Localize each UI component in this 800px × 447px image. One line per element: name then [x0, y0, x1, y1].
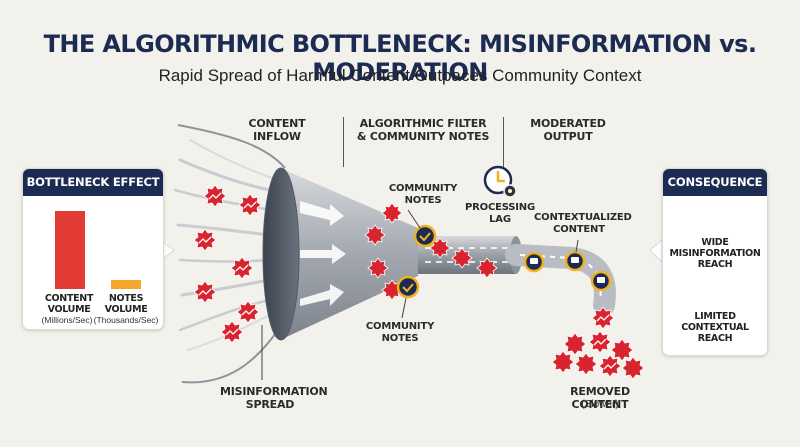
- misinfo-badge: [551, 350, 575, 374]
- upper-swoosh: [177, 124, 286, 169]
- misinfo-badge: [364, 224, 386, 246]
- misinfo-badge: [230, 256, 254, 280]
- consequence-item-label: WIDE MISINFORMATION REACH: [669, 237, 761, 270]
- notes-volume-unit: (Thousands/Sec): [93, 315, 159, 325]
- misinfo-badge: [193, 228, 217, 252]
- stage-content-inflow: CONTENT INFLOW: [248, 117, 306, 143]
- community-notes-label-bottom: COMMUNITY NOTES: [365, 321, 435, 344]
- misinfo-badges: [193, 184, 645, 380]
- misinfo-badge: [238, 193, 262, 217]
- community-note-check-icon: [396, 275, 420, 299]
- misinfo-badge: [563, 332, 587, 356]
- community-note-check-icon: [413, 224, 437, 248]
- consequence-panel-title: CONSEQUENCE: [663, 169, 767, 196]
- consequence-item-label: LIMITED CONTEXTUAL REACH: [681, 311, 749, 344]
- bottleneck-effect-panel: BOTTLENECK EFFECT CONTENT VOLUME (Millio…: [22, 168, 164, 330]
- context-comment-icon: [564, 250, 586, 272]
- misinfo-badge: [588, 330, 612, 354]
- removed-content-label: REMOVED CONTENT: [570, 385, 630, 411]
- inflow-streaks: [173, 139, 273, 351]
- community-notes-label-top: COMMUNITY NOTES: [388, 183, 458, 206]
- misinfo-badge: [220, 320, 244, 344]
- context-comment-icon: [523, 251, 545, 273]
- content-volume-label: CONTENT VOLUME: [44, 293, 94, 315]
- removed-content-note: (Slower): [581, 399, 619, 410]
- content-volume-unit: (Millions/Sec): [41, 315, 93, 325]
- misinfo-badge: [574, 352, 598, 376]
- misinfo-badge: [203, 184, 227, 208]
- page-title: THE ALGORITHMIC BOTTLENECK: MISINFORMATI…: [43, 30, 757, 86]
- misinfo-badge: [429, 237, 451, 259]
- consequence-panel: CONSEQUENCE WIDE MISINFORMATION REACH LI…: [662, 168, 768, 356]
- notes-volume-bar: [111, 280, 141, 289]
- stage-filter: ALGORITHMIC FILTER & COMMUNITY NOTES: [356, 117, 490, 143]
- content-volume-bar: [55, 211, 85, 289]
- clock-gear-icon: [483, 165, 517, 198]
- contextualized-content-label: CONTEXTUALIZED CONTENT: [534, 212, 632, 235]
- misinfo-badge: [610, 338, 634, 362]
- misinfo-badge: [451, 247, 473, 269]
- notes-volume-label: NOTES VOLUME: [104, 293, 148, 315]
- misinfo-badge: [193, 280, 217, 304]
- misinformation-spread-label: MISINFORMATION SPREAD: [220, 385, 328, 411]
- misinfo-badge: [621, 356, 645, 380]
- funnel-arrows: [300, 201, 346, 306]
- page-subtitle: Rapid Spread of Harmful Content Outpaces…: [158, 66, 642, 85]
- stage-divider: [343, 117, 344, 167]
- processing-lag-label: PROCESSING LAG: [465, 202, 535, 225]
- misinfo-badge: [591, 306, 615, 330]
- misinfo-badge: [598, 354, 622, 378]
- lower-swoosh: [181, 329, 279, 384]
- stage-moderated-output: MODERATED OUTPUT: [530, 117, 606, 143]
- misinfo-badge: [367, 257, 389, 279]
- misinfo-badge: [236, 300, 260, 324]
- stage-divider: [503, 117, 504, 167]
- badge-zigzags: [198, 192, 617, 370]
- misinfo-badge: [381, 202, 403, 224]
- bottleneck-panel-title: BOTTLENECK EFFECT: [23, 169, 163, 196]
- misinfo-badge: [476, 257, 498, 279]
- funnel-mouth: [262, 167, 300, 341]
- context-comment-icon: [590, 270, 612, 292]
